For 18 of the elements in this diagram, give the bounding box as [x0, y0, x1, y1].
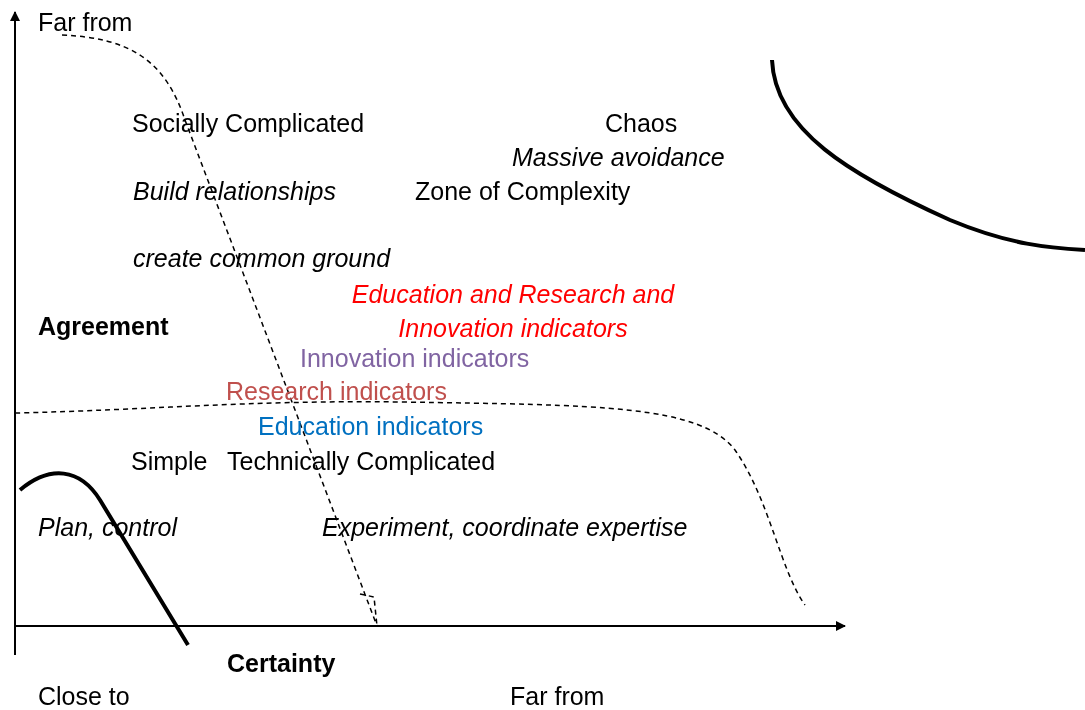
- strategy-text: Build relationships: [133, 176, 336, 206]
- quadrant-title: Simple: [131, 446, 208, 476]
- indicator-text: Education indicators: [258, 411, 484, 441]
- indicator-text: Education and Research and Innovation indicators: [350, 279, 676, 344]
- indicator-text: Research indicators: [226, 376, 447, 406]
- zone-title: Zone of Complexity: [415, 176, 631, 206]
- quadrant-title: Technically Complicated: [227, 446, 496, 476]
- quadrant-title: Socially Complicated: [132, 108, 365, 138]
- quadrant-title: Chaos: [605, 108, 678, 138]
- strategy-text: Experiment, coordinate expertise: [322, 512, 688, 542]
- strategy-text: create common ground: [133, 243, 391, 273]
- axis-label: Far from: [510, 681, 605, 710]
- axis-title: Certainty: [227, 648, 336, 678]
- axis-label: Far from: [38, 7, 133, 37]
- strategy-text: Massive avoidance: [512, 142, 725, 172]
- axis-label: Close to: [38, 681, 130, 710]
- indicator-text: Innovation indicators: [300, 343, 530, 373]
- axis-title: Agreement: [38, 311, 169, 341]
